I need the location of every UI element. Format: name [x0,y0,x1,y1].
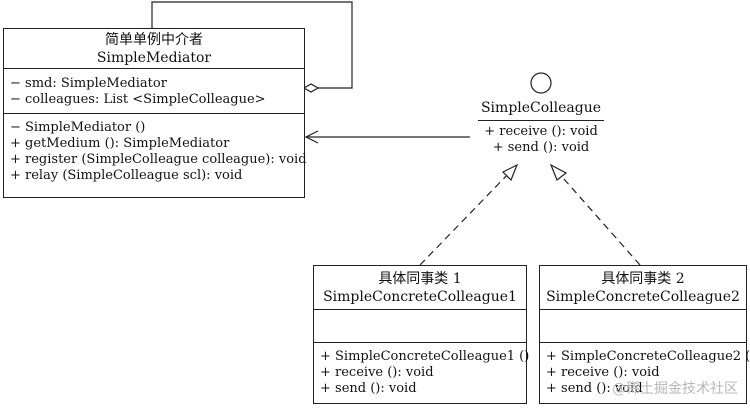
simple-mediator-title: SimpleMediator [96,50,212,66]
interface-operation-send: + send (): void [492,140,590,155]
concrete-colleague-1-attributes [314,310,526,343]
concrete-colleague-1-class: 具体同事类 1 SimpleConcreteColleague1 + Simpl… [313,265,530,404]
concrete-colleague-2-class: 具体同事类 2 SimpleConcreteColleague2 + Simpl… [539,265,750,404]
concrete-colleague-2-title: SimpleConcreteColleague2 [546,289,740,305]
attribute-colleagues: − colleagues: List <SimpleColleague> [10,92,266,107]
simple-mediator-class: 简单单例中介者 SimpleMediator − smd: SimpleMedi… [3,28,307,198]
concrete-colleague-2-operations: + SimpleConcreteColleague2 () + receive … [540,343,750,399]
simple-colleague-title: SimpleColleague [478,100,604,121]
realization-arrowhead-1 [501,163,519,182]
attribute-smd: − smd: SimpleMediator [10,76,167,91]
realization-line-1 [419,169,513,266]
concrete-colleague-1-cn-title: 具体同事类 1 [378,271,462,287]
concrete-2-operation-constructor: + SimpleConcreteColleague2 () [546,349,750,364]
concrete-1-operation-receive: + receive (): void [320,365,434,380]
realization-line-2 [555,169,641,266]
watermark-text: @稀土掘金技术社区 [612,381,738,397]
simple-mediator-operations: − SimpleMediator () + getMedium (): Simp… [4,114,307,186]
concrete-colleague-1-title: SimpleConcreteColleague1 [323,289,517,305]
operation-constructor: − SimpleMediator () [10,120,146,135]
concrete-1-operation-send: + send (): void [320,381,417,396]
association-arrowhead [304,130,319,144]
operation-register: + register (SimpleColleague colleague): … [10,152,307,167]
realization-arrowhead-2 [549,163,568,181]
interface-operation-receive: + receive (): void [484,124,598,139]
concrete-colleague-1-operations: + SimpleConcreteColleague1 () + receive … [314,343,530,399]
concrete-colleague-2-attributes [540,310,746,343]
interface-lollipop-icon [530,72,552,94]
simple-colleague-interface: SimpleColleague + receive (): void + sen… [478,100,604,156]
operation-get-medium: + getMedium (): SimpleMediator [10,136,230,151]
concrete-colleague-2-cn-title: 具体同事类 2 [601,271,685,287]
concrete-2-operation-send: + send (): void [546,381,643,396]
self-association-line [151,1,353,89]
simple-mediator-cn-title: 简单单例中介者 [105,32,203,48]
concrete-colleague-1-header: 具体同事类 1 SimpleConcreteColleague1 [314,266,526,310]
simple-mediator-header: 简单单例中介者 SimpleMediator [4,29,304,69]
concrete-2-operation-receive: + receive (): void [546,365,660,380]
operation-relay: + relay (SimpleColleague scl): void [10,168,243,183]
concrete-1-operation-constructor: + SimpleConcreteColleague1 () [320,349,530,364]
concrete-colleague-2-header: 具体同事类 2 SimpleConcreteColleague2 [540,266,746,310]
aggregation-diamond [302,83,320,93]
simple-mediator-attributes: − smd: SimpleMediator − colleagues: List… [4,69,304,114]
